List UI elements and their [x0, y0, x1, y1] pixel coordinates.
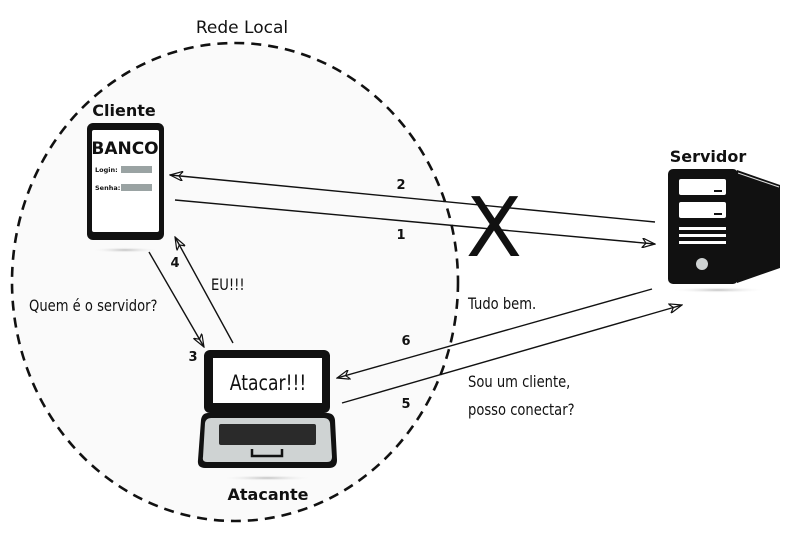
attacker-title: Atacante	[228, 485, 309, 504]
vent-line	[679, 227, 726, 230]
arrow-step-5	[341, 305, 682, 404]
touchpad-icon	[250, 449, 284, 458]
arrow-step-2	[170, 175, 656, 223]
server-title: Servidor	[670, 147, 747, 166]
password-label: Senha:	[95, 184, 120, 192]
server-shadow	[670, 287, 766, 293]
attacker-screen-text: Atacar!!!	[230, 370, 307, 395]
local-network-label: Rede Local	[196, 18, 288, 38]
drive-bay-1	[679, 179, 726, 195]
vent-line	[679, 241, 726, 244]
login-field	[121, 166, 152, 173]
vent-line	[679, 234, 726, 237]
step-number-1: 1	[396, 228, 405, 243]
laptop-shadow	[219, 475, 315, 481]
password-field	[121, 184, 152, 191]
phone-screen	[92, 130, 159, 232]
message-5-text-line-2: posso conectar?	[468, 401, 575, 420]
server-side-panel	[737, 170, 780, 283]
arrow-step-6	[337, 288, 653, 378]
client-title: Cliente	[92, 101, 156, 120]
drive-bay-2	[679, 202, 726, 218]
step-number-3: 3	[188, 350, 197, 365]
message-5-text-line-1: Sou um cliente,	[468, 373, 570, 392]
arrow-step-1	[174, 199, 655, 244]
server-device: Servidor	[668, 147, 780, 293]
attacker-device: Atacar!!! Atacante	[197, 350, 337, 504]
client-device: Cliente BANCO Login: Senha:	[87, 101, 164, 253]
blocked-x-icon: X	[466, 181, 522, 276]
message-3-text: Quem é o servidor?	[29, 297, 157, 316]
client-shadow	[90, 247, 160, 253]
login-label: Login:	[95, 166, 118, 174]
laptop-screen	[213, 358, 322, 403]
step-number-2: 2	[396, 178, 405, 193]
keyboard-icon	[219, 424, 316, 445]
arrow-step-4	[175, 237, 234, 344]
step-number-5: 5	[401, 397, 410, 412]
arrow-step-3	[148, 251, 204, 347]
server-icon	[668, 169, 738, 284]
bank-title: BANCO	[91, 139, 158, 159]
message-4-text: EU!!!	[211, 276, 245, 295]
step-number-4: 4	[170, 256, 179, 271]
message-6-text: Tudo bem.	[467, 295, 536, 314]
step-number-6: 6	[401, 334, 410, 349]
power-button-icon	[696, 258, 708, 270]
